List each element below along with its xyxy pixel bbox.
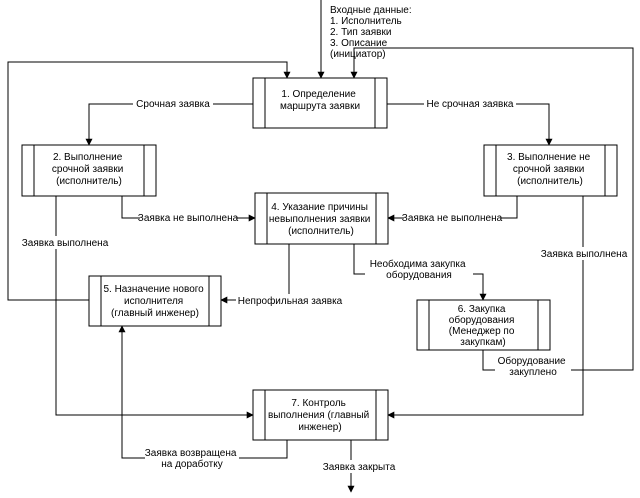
edge-n1-to-n3 [387,103,553,146]
label-done-right: Заявка выполнена [541,249,628,260]
label-not-done-right: Заявка не выполнена [402,213,503,224]
process-node-7: 7. Контроль выполнения (главный инженер) [252,389,389,441]
edge-n3-to-n7 [387,196,584,419]
svg-text:6. Закупка оборудовани: 6. Закупка оборудования (Менеджер по зак… [449,304,517,348]
edge-n2-to-n7 [55,196,254,419]
label-not-done-left: Заявка не выполнена [138,213,239,224]
svg-text:4. Указание причины не: 4. Указание причины невыполнения заявки … [269,202,373,237]
input-note: Входные данные: 1. Исполнитель 2. Тип за… [330,5,414,60]
edge-n1-to-n2 [85,103,253,146]
svg-text:1. Определение маршрут: 1. Определение маршрута заявки [280,89,360,112]
label-need-purchase: Необходима закупка оборудования [370,258,469,281]
label-returned: Заявка возвращена на доработку [145,448,239,470]
label-urgent: Срочная заявка [136,99,210,110]
edge-n6-to-n1 [350,47,634,371]
label-not-urgent: Не срочная заявка [427,99,514,110]
label-non-profile: Непрофильная заявка [238,295,343,307]
label-closed: Заявка закрыта [323,462,396,473]
edge-n5-to-n1 [7,61,291,301]
svg-text:3. Выполнение не срочн: 3. Выполнение не срочной заявки (исполни… [507,152,593,187]
process-node-1: 1. Определение маршрута заявки [252,77,388,129]
process-node-5: 5. Назначение нового исполнителя (главны… [88,275,222,327]
process-node-4: 4. Указание причины невыполнения заявки … [254,192,389,245]
process-node-6: 6. Закупка оборудования (Менеджер по зак… [416,299,551,351]
svg-text:5. Назначение нового и: 5. Назначение нового исполнителя (главны… [103,284,206,319]
label-done-left: Заявка выполнена [22,238,109,249]
process-node-2: 2. Выполнение срочной заявки (исполнител… [21,144,157,197]
label-equipment-bought: Оборудование закуплено [498,355,569,378]
svg-text:2. Выполнение срочной: 2. Выполнение срочной заявки (исполнител… [52,152,126,187]
process-node-3: 3. Выполнение не срочной заявки (исполни… [483,144,618,197]
svg-text:7. Контроль выполнения: 7. Контроль выполнения (главный инженер) [268,398,372,433]
edge-n4-to-n5 [220,244,290,304]
